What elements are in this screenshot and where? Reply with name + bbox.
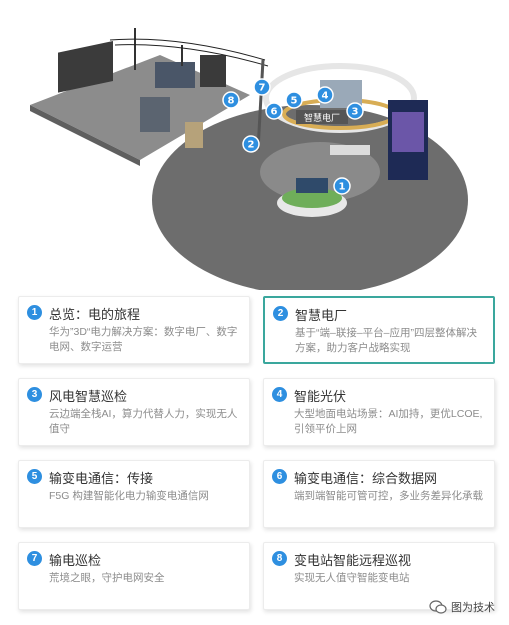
hero-marker-3[interactable]: 3 [346,102,364,120]
svg-text:2: 2 [248,140,255,151]
card-title: 智能光伏 [294,389,347,404]
power-line [109,38,266,61]
booth-banner-art [392,112,424,152]
hero-marker-5[interactable]: 5 [285,91,303,109]
card-number-badge: 3 [27,387,42,402]
card-description: 端到端智能可管可控，多业务差异化承载 [294,490,483,502]
card-title: 风电智慧巡检 [49,389,128,404]
svg-text:4: 4 [322,91,329,102]
card-title: 输变电通信：传接 [49,471,154,486]
booth-sign-text: 智慧电厂 [304,112,340,124]
card-transmission-comm[interactable]: 5 输变电通信：传接 F5G 构建智能化电力输变电通信网 [18,460,250,528]
card-description: 华为”3D“电力解决方案：数字电厂、数字电网、数字运营 [49,326,238,353]
card-smart-power-plant[interactable]: 2 智慧电厂 基于“端–联接–平台–应用”四层整体解决方案，助力客户战略实现 [263,296,495,364]
card-description: F5G 构建智能化电力输变电通信网 [49,490,209,502]
watermark: 图为技术 [429,599,495,615]
booth-stand [185,122,203,148]
card-data-network[interactable]: 6 输变电通信：综合数据网 端到端智能可管可控，多业务差异化承载 [263,460,495,528]
card-description: 大型地面电站场景：AI加持，更优LCOE,引领平价上网 [294,408,483,435]
hero-marker-4[interactable]: 4 [316,86,334,104]
booth-screen-center [155,62,195,88]
card-description: 实现无人值守智能变电站 [294,572,410,584]
wechat-icon [429,600,447,614]
hero-marker-2[interactable]: 2 [242,135,260,153]
card-smart-pv[interactable]: 4 智能光伏 大型地面电站场景：AI加持，更优LCOE,引领平价上网 [263,378,495,446]
booth-screen-left [58,40,113,93]
podium-screen [296,178,328,193]
card-number-badge: 4 [272,387,287,402]
svg-text:5: 5 [291,96,298,107]
card-title: 总览：电的旅程 [49,307,141,322]
hero-marker-1[interactable]: 1 [333,177,351,195]
svg-text:3: 3 [352,107,359,118]
exhibition-hall-illustration: 智慧电厂 1 2 3 4 5 6 7 8 [30,28,468,290]
card-overview[interactable]: 1 总览：电的旅程 华为”3D“电力解决方案：数字电厂、数字电网、数字运营 [18,296,250,364]
card-wind-inspection[interactable]: 3 风电智慧巡检 云边端全栈AI，算力代替人力，实现无人值守 [18,378,250,446]
booth-display-mid [140,97,170,132]
watermark-text: 图为技术 [451,602,495,614]
svg-text:1: 1 [339,182,346,193]
hero-marker-6[interactable]: 6 [265,102,283,120]
card-number-badge: 2 [273,306,288,321]
card-substation-patrol[interactable]: 8 变电站智能远程巡视 实现无人值守智能变电站 [263,542,495,610]
card-title: 智慧电厂 [295,308,348,323]
left-platform-edge [30,105,140,166]
card-description: 基于“端–联接–平台–应用”四层整体解决方案，助力客户战略实现 [295,327,478,354]
hero-marker-7[interactable]: 7 [253,78,271,96]
svg-text:8: 8 [228,96,235,107]
card-number-badge: 6 [272,469,287,484]
card-description: 云边端全栈AI，算力代替人力，实现无人值守 [49,408,238,435]
card-title: 输变电通信：综合数据网 [294,471,438,486]
card-title: 变电站智能远程巡视 [294,553,412,568]
svg-text:7: 7 [259,83,266,94]
tower [256,59,265,151]
card-number-badge: 1 [27,305,42,320]
booth-sign-board [296,110,348,124]
card-number-badge: 8 [272,551,287,566]
card-title: 输电巡检 [49,553,102,568]
svg-text:6: 6 [271,107,278,118]
booth-table [330,145,370,155]
card-line-inspection[interactable]: 7 输电巡检 荒境之眼，守护电网安全 [18,542,250,610]
card-number-badge: 7 [27,551,42,566]
booth-screen-right [200,55,226,87]
card-number-badge: 5 [27,469,42,484]
hero-marker-8[interactable]: 8 [222,91,240,109]
card-description: 荒境之眼，守护电网安全 [49,572,165,584]
power-line-2 [114,44,269,67]
